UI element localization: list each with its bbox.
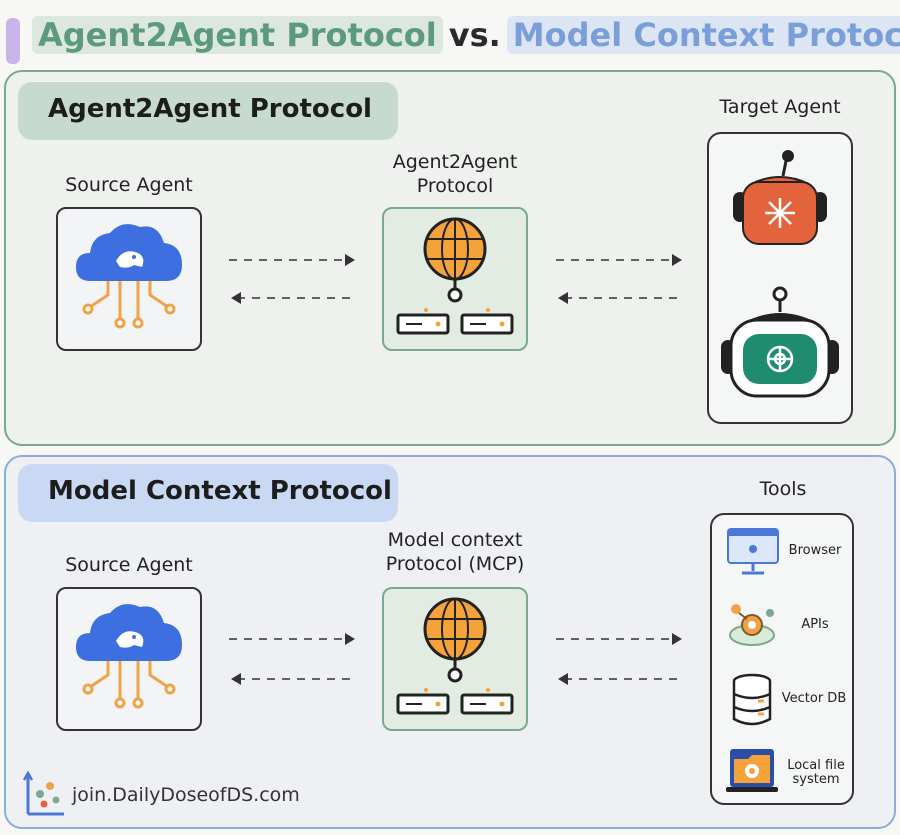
title-mcp: Model Context Protocol bbox=[506, 16, 900, 54]
a2a-source-agent-box bbox=[56, 207, 202, 351]
a2a-heading: Agent2Agent Protocol bbox=[18, 82, 398, 140]
tool-browser-label: Browser bbox=[788, 543, 842, 558]
tool-vectordb-label: Vector DB bbox=[781, 691, 847, 706]
mcp-left-arrows bbox=[229, 633, 357, 685]
target-agent-box bbox=[707, 132, 853, 424]
database-icon bbox=[732, 673, 772, 726]
cloud-agent-icon bbox=[76, 604, 182, 709]
mcp-source-agent-box bbox=[56, 587, 202, 731]
api-icon bbox=[729, 604, 775, 646]
a2a-protocol-label: Agent2Agent Protocol bbox=[392, 151, 518, 197]
daily-dose-logo-icon bbox=[22, 770, 64, 816]
tools-box: Browser APIs Vector DB Local file system bbox=[710, 513, 854, 805]
a2a-source-label: Source Agent bbox=[65, 174, 193, 196]
mcp-protocol-label: Model context Protocol (MCP) bbox=[385, 529, 525, 575]
globe-server-icon bbox=[396, 217, 514, 335]
mcp-source-label: Source Agent bbox=[65, 554, 193, 576]
tools-label: Tools bbox=[759, 478, 807, 500]
tool-apis-label: APIs bbox=[801, 617, 829, 632]
globe-server-icon bbox=[396, 597, 514, 715]
browser-icon bbox=[727, 528, 779, 575]
a2a-protocol-box bbox=[382, 207, 528, 351]
mcp-right-arrows bbox=[556, 633, 684, 685]
tool-filesystem-label: Local file system bbox=[787, 758, 845, 787]
footer-link[interactable]: join.DailyDoseofDS.com bbox=[72, 784, 300, 806]
cloud-agent-icon bbox=[76, 224, 182, 329]
target-agent-label: Target Agent bbox=[719, 96, 841, 118]
title-vs: vs. bbox=[448, 16, 501, 54]
a2a-right-arrows bbox=[556, 254, 684, 304]
mcp-heading: Model Context Protocol bbox=[18, 464, 398, 522]
folder-icon bbox=[726, 749, 778, 792]
a2a-left-arrows bbox=[229, 254, 357, 304]
mcp-protocol-box bbox=[382, 587, 528, 731]
robot-agents-icon bbox=[721, 150, 839, 398]
title-accent-bar bbox=[6, 18, 20, 64]
title-a2a: Agent2Agent Protocol bbox=[32, 16, 443, 54]
